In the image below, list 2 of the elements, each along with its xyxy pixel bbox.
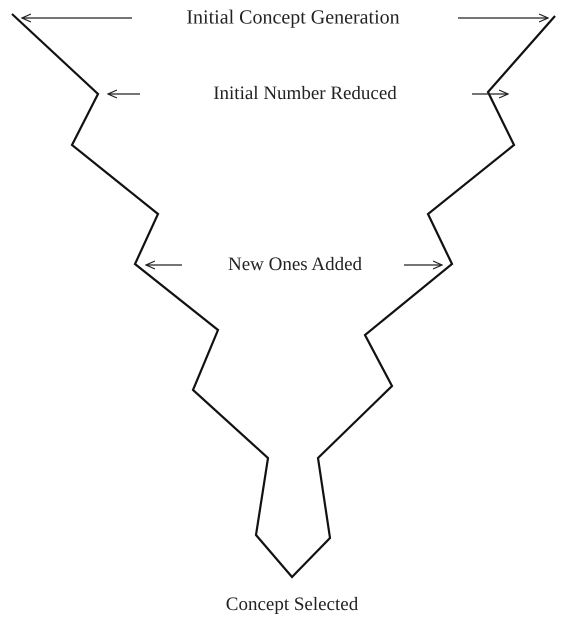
- stage-label: Concept Selected: [224, 594, 360, 616]
- stage-label: Initial Concept Generation: [184, 6, 402, 30]
